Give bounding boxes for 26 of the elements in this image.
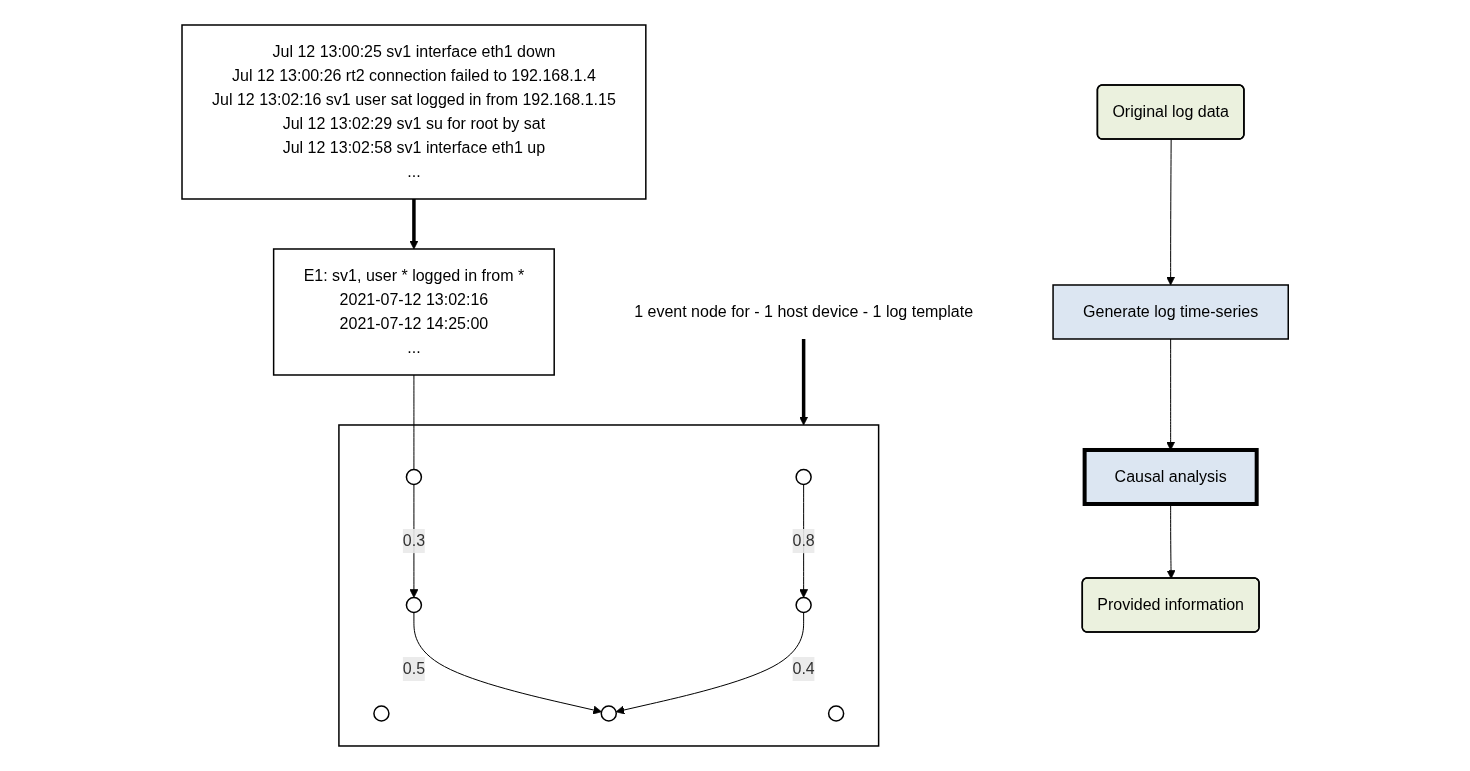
node-text: 1 event node for - 1 host device - 1 log template	[634, 302, 973, 320]
arrow	[409, 199, 419, 250]
arrow	[799, 484, 808, 598]
node-circle	[827, 705, 845, 722]
node-circle	[600, 705, 617, 722]
arrow	[799, 339, 808, 426]
arrow	[1166, 503, 1176, 579]
node-circle	[795, 468, 812, 486]
connector	[413, 374, 415, 470]
node-box: Generate log time-series	[1052, 284, 1289, 340]
node-box: Jul 12 13:00:25 sv1 interface eth1 down Jul 12 13:00:26 rt2 connection failed to 192.168.1.4 Jul 12 13:02:16 sv1 user sat logged in from 192.168.1.15 Jul 12 13:02:29 sv1 su for root by sat Jul 12 13:02:58 sv1 interface eth1 up ...	[181, 24, 647, 200]
node-circle	[405, 596, 423, 614]
edge-label: 0.8	[792, 531, 815, 549]
edge-label: 0.5	[402, 659, 425, 677]
edge-label: 0.3	[402, 531, 425, 549]
arrow	[1166, 139, 1175, 286]
arrow	[409, 484, 419, 598]
node-box: E1: sv1, user * logged in from * 2021-07-12 13:02:16 2021-07-12 14:25:00 ...	[272, 248, 555, 376]
node-circle	[405, 468, 423, 486]
node-circle	[373, 705, 390, 722]
arrow	[413, 612, 602, 715]
node-box: Causal analysis	[1082, 448, 1259, 506]
cluster	[338, 424, 880, 747]
arrow	[615, 612, 804, 715]
node-circle	[795, 596, 812, 614]
edge-label: 0.4	[792, 659, 815, 677]
